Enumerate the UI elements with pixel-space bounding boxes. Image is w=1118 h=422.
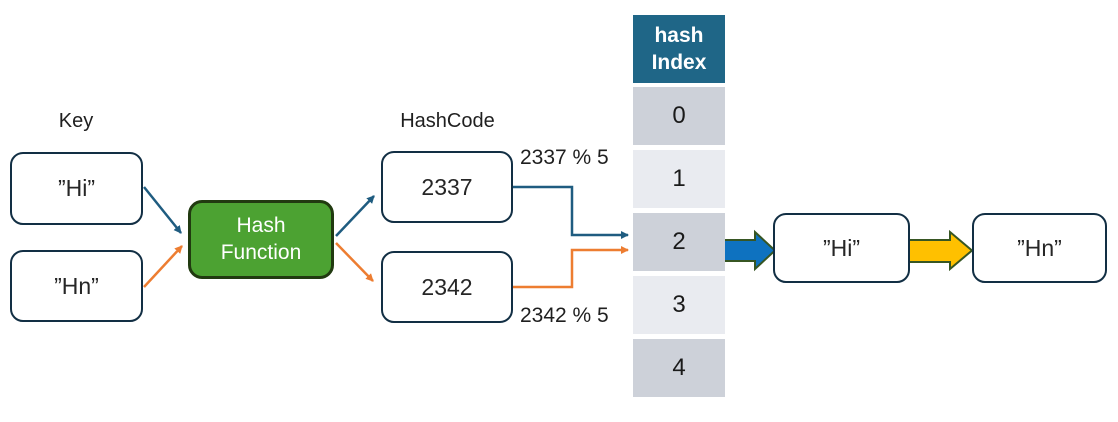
hash-index-table-header: hash Index — [633, 15, 725, 83]
block-arrow-hi-to-hn-icon — [907, 229, 974, 272]
key-box-hi: ”Hi” — [10, 152, 143, 225]
key-box-hn: ”Hn” — [10, 250, 143, 322]
hash-function-line1: Hash — [236, 214, 286, 238]
arrow-hashfunction-to-2342-icon — [335, 242, 374, 282]
arrow-2337-to-index2-icon — [513, 185, 629, 239]
hash-index-row-2: 2 — [633, 213, 725, 271]
hash-function-box: Hash Function — [188, 200, 334, 279]
chain-box-hi: ”Hi” — [773, 213, 910, 283]
hash-index-row-0: 0 — [633, 87, 725, 145]
hashcode-section-label: HashCode — [400, 110, 495, 132]
hashcode-box-2337: 2337 — [381, 151, 513, 223]
mod-label-2337: 2337 % 5 — [520, 146, 609, 169]
hash-index-row-3: 3 — [633, 276, 725, 334]
hash-index-row-4: 4 — [633, 339, 725, 397]
hash-index-table: hash Index 0 1 2 3 4 — [633, 15, 725, 397]
chain-box-hn: ”Hn” — [972, 213, 1107, 283]
key-section-label: Key — [58, 110, 94, 132]
hash-index-header-line2: Index — [651, 51, 707, 74]
hashcode-box-2342: 2342 — [381, 251, 513, 323]
hash-index-header-line1: hash — [654, 23, 704, 47]
hash-index-row-1: 1 — [633, 150, 725, 208]
arrow-2342-to-index2-icon — [513, 246, 629, 289]
arrow-hashfunction-to-2337-icon — [335, 195, 375, 237]
mod-label-2342: 2342 % 5 — [520, 304, 609, 327]
arrow-hi-to-hashfunction-icon — [143, 186, 182, 234]
arrow-hn-to-hashfunction-icon — [143, 245, 183, 288]
hash-function-line2: Function — [220, 240, 302, 264]
